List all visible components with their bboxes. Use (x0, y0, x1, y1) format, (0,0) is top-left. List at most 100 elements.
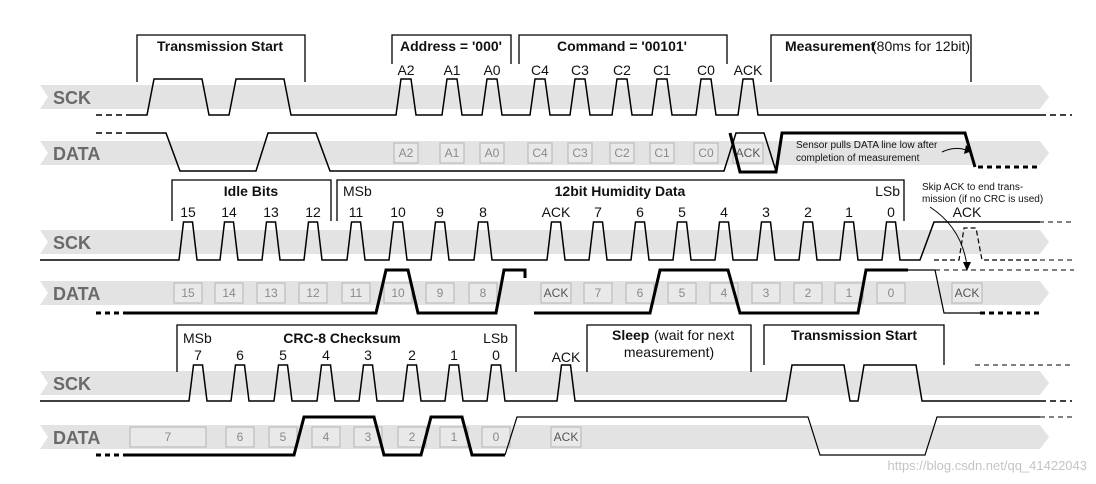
msb-label-3: MSb (183, 330, 212, 346)
clock-label-2-15: 1 (845, 204, 853, 220)
title-humidity: 12bit Humidity Data (555, 183, 686, 199)
data-cell-1-1: A1 (445, 146, 460, 160)
data-cell-1-0: A2 (399, 146, 414, 160)
clock-label-1-3: C4 (531, 62, 549, 78)
title-address: Address = '000' (400, 38, 502, 54)
sck-skip-ack (934, 227, 1040, 261)
data-cell-2-1: 14 (222, 286, 236, 300)
data-cell-1-4: C3 (572, 146, 588, 160)
data-cell-1-1-box (439, 142, 465, 164)
data-cell-3-3-box (311, 426, 341, 448)
data-cell-2-6-box (425, 282, 455, 304)
data-cell-2-12-box (709, 282, 739, 304)
data-cell-2-0: 15 (181, 286, 195, 300)
clock-label-1-2: A0 (483, 62, 500, 78)
annotation-arrow-2 (929, 206, 968, 267)
title-sleep: Sleep (612, 327, 649, 343)
data-cell-2-1-box (214, 282, 244, 304)
title-transmission-start-1: Transmission Start (157, 38, 283, 54)
clock-label-3-1: 6 (236, 347, 244, 363)
clock-label-2-6: 9 (436, 204, 444, 220)
sck-wave-3 (40, 364, 1040, 402)
title-transmission-start-3: Transmission Start (791, 327, 917, 343)
data-cell-1-3: C4 (532, 146, 548, 160)
data-cell-1-5: C2 (614, 146, 630, 160)
data-thin-3 (504, 416, 1040, 456)
clock-label-3-6: 1 (450, 347, 458, 363)
msb-label-2: MSb (343, 183, 372, 199)
sck-label-3: SCK (53, 374, 91, 394)
annotation-arrow-1 (941, 147, 967, 153)
waveforms (40, 78, 1074, 457)
annotation-arrowhead-2 (963, 262, 971, 271)
data-cell-2-17: ACK (955, 286, 980, 300)
data-cell-3-2-box (268, 426, 298, 448)
clock-label-1-6: C1 (653, 62, 671, 78)
clock-label-3-0: 7 (194, 347, 202, 363)
clock-label-2-1: 14 (221, 204, 237, 220)
sck-wave-1 (130, 78, 1040, 116)
clock-label-2-10: 6 (636, 204, 644, 220)
data-cell-1-5-box (609, 142, 635, 164)
data-cell-2-11-box (667, 282, 697, 304)
data-cell-3-0: 7 (165, 430, 172, 444)
data-cell-1-7: C0 (698, 146, 714, 160)
data-cell-2-8-box (540, 282, 572, 304)
data-cell-1-6: C1 (654, 146, 670, 160)
annotation-arrowhead-1 (964, 145, 972, 154)
box-address (391, 34, 512, 64)
data-cell-3-5: 2 (409, 430, 416, 444)
clock-label-2-2: 13 (263, 204, 279, 220)
data-cell-2-5: 10 (391, 286, 405, 300)
clock-label-2-8: ACK (542, 204, 571, 220)
clock-label-1-1: A1 (443, 62, 460, 78)
title-command: Command = '00101' (557, 38, 687, 54)
box-sleep (586, 324, 752, 372)
data-cell-2-7-box (468, 282, 498, 304)
watermark: https://blog.csdn.net/qq_41422043 (888, 458, 1088, 473)
data-cell-3-7: 0 (493, 430, 500, 444)
data-cell-2-12: 4 (721, 286, 728, 300)
data-cell-2-9: 7 (595, 286, 602, 300)
clock-label-1-4: C3 (571, 62, 589, 78)
data-cell-1-7-box (693, 142, 719, 164)
data-cell-2-10: 6 (637, 286, 644, 300)
data-cell-2-0-box (173, 282, 203, 304)
lsb-label-2: LSb (875, 183, 900, 199)
box-measurement (770, 34, 972, 82)
note-sleep-2: measurement) (624, 344, 714, 360)
box-idle-bits (171, 179, 332, 221)
data-cell-3-0-box (129, 426, 207, 448)
box-crc (176, 324, 517, 372)
box-transmission-start-1 (136, 34, 306, 82)
clock-label-2-17: ACK (953, 204, 982, 220)
data-wave-2b (534, 268, 908, 315)
clock-label-2-11: 5 (678, 204, 686, 220)
clock-label-2-16: 0 (887, 204, 895, 220)
data-cell-2-8: ACK (544, 286, 569, 300)
data-cell-3-6: 1 (451, 430, 458, 444)
clock-label-2-14: 2 (804, 204, 812, 220)
data-cell-2-2-box (256, 282, 286, 304)
clock-label-3-5: 2 (408, 347, 416, 363)
clock-label-2-13: 3 (762, 204, 770, 220)
data-cell-2-14-box (793, 282, 823, 304)
sck-band-1 (40, 85, 1049, 109)
section-boxes (136, 34, 972, 372)
data-cell-1-8-box (732, 142, 764, 164)
title-measurement: Measurement (785, 38, 876, 54)
data-cell-3-4: 3 (365, 430, 372, 444)
annotation-1b: completion of measurement (796, 153, 920, 164)
clock-label-3-7: 0 (492, 347, 500, 363)
data-cell-3-4-box (353, 426, 383, 448)
sck-band-2 (40, 230, 1049, 254)
data-cell-1-4-box (567, 142, 593, 164)
note-sleep: (wait for next (654, 327, 734, 343)
box-transmission-start-3 (763, 324, 945, 365)
data-cell-2-3: 12 (306, 286, 320, 300)
lsb-label-3: LSb (483, 330, 508, 346)
data-cell-1-8: ACK (736, 146, 761, 160)
clock-label-2-0: 15 (180, 204, 196, 220)
data-cell-3-1-box (225, 426, 255, 448)
